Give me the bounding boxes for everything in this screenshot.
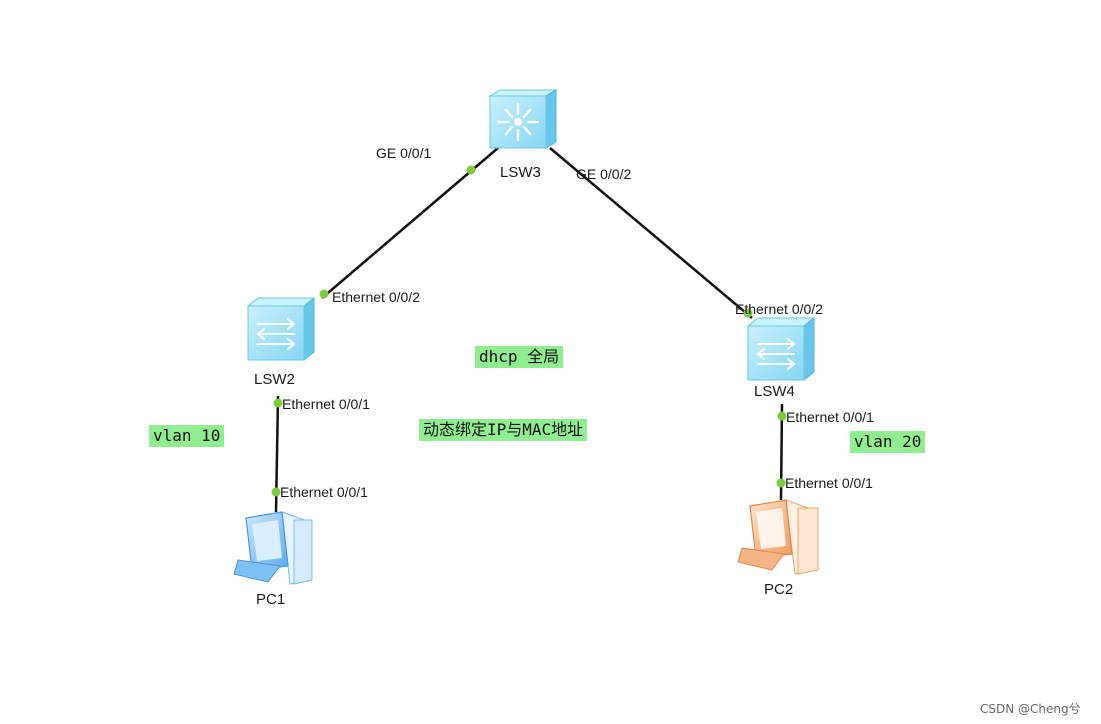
device-label-lsw2: LSW2 bbox=[254, 371, 295, 388]
links bbox=[274, 141, 784, 513]
port-dot-pc2-eth1 bbox=[776, 478, 786, 488]
port-label-lsw3-ge1: GE 0/0/1 bbox=[376, 145, 432, 161]
port-dot-lsw2-eth2 bbox=[319, 289, 329, 299]
watermark: CSDN @Cheng兮 bbox=[980, 702, 1081, 716]
port-dot-lsw4-eth2 bbox=[743, 308, 753, 318]
device-label-pc2: PC2 bbox=[764, 581, 794, 598]
pc2-computer-icon[interactable] bbox=[737, 499, 819, 575]
note-vlan-20: vlan 20 bbox=[850, 431, 926, 453]
port-dots bbox=[271, 165, 787, 497]
port-dot-lsw2-eth1 bbox=[273, 398, 283, 408]
port-label-lsw4-eth2: Ethernet 0/0/2 bbox=[735, 301, 823, 317]
port-label-lsw2-eth2: Ethernet 0/0/2 bbox=[332, 289, 420, 305]
note-vlan-10: vlan 10 bbox=[149, 425, 225, 447]
port-label-pc2-eth1: Ethernet 0/0/1 bbox=[785, 475, 873, 491]
port-label-lsw2-eth1: Ethernet 0/0/1 bbox=[282, 396, 370, 412]
port-label-lsw3-ge2: GE 0/0/2 bbox=[576, 166, 632, 182]
port-label-lsw4-eth1: Ethernet 0/0/1 bbox=[786, 409, 874, 425]
note-dhcp-global: dhcp 全局 bbox=[475, 346, 564, 368]
link-lsw3-lsw4 bbox=[549, 147, 753, 319]
lsw4-switch-icon[interactable] bbox=[746, 316, 816, 382]
port-label-pc1-eth1: Ethernet 0/0/1 bbox=[280, 484, 368, 500]
link-lsw3-lsw2 bbox=[321, 141, 506, 299]
note-dynamic-ip-mac-binding: 动态绑定IP与MAC地址 bbox=[419, 419, 588, 441]
device-label-lsw3: LSW3 bbox=[500, 164, 541, 181]
port-dot-lsw4-eth1 bbox=[777, 411, 787, 421]
device-label-lsw4: LSW4 bbox=[754, 383, 795, 400]
lsw2-switch-icon[interactable] bbox=[246, 296, 316, 362]
port-dot-pc1-eth1 bbox=[271, 487, 281, 497]
device-label-pc1: PC1 bbox=[256, 591, 286, 608]
layer3-switch-icon[interactable] bbox=[488, 89, 558, 149]
pc1-computer-icon[interactable] bbox=[233, 511, 313, 585]
port-dot-lsw3-ge1 bbox=[466, 165, 476, 175]
